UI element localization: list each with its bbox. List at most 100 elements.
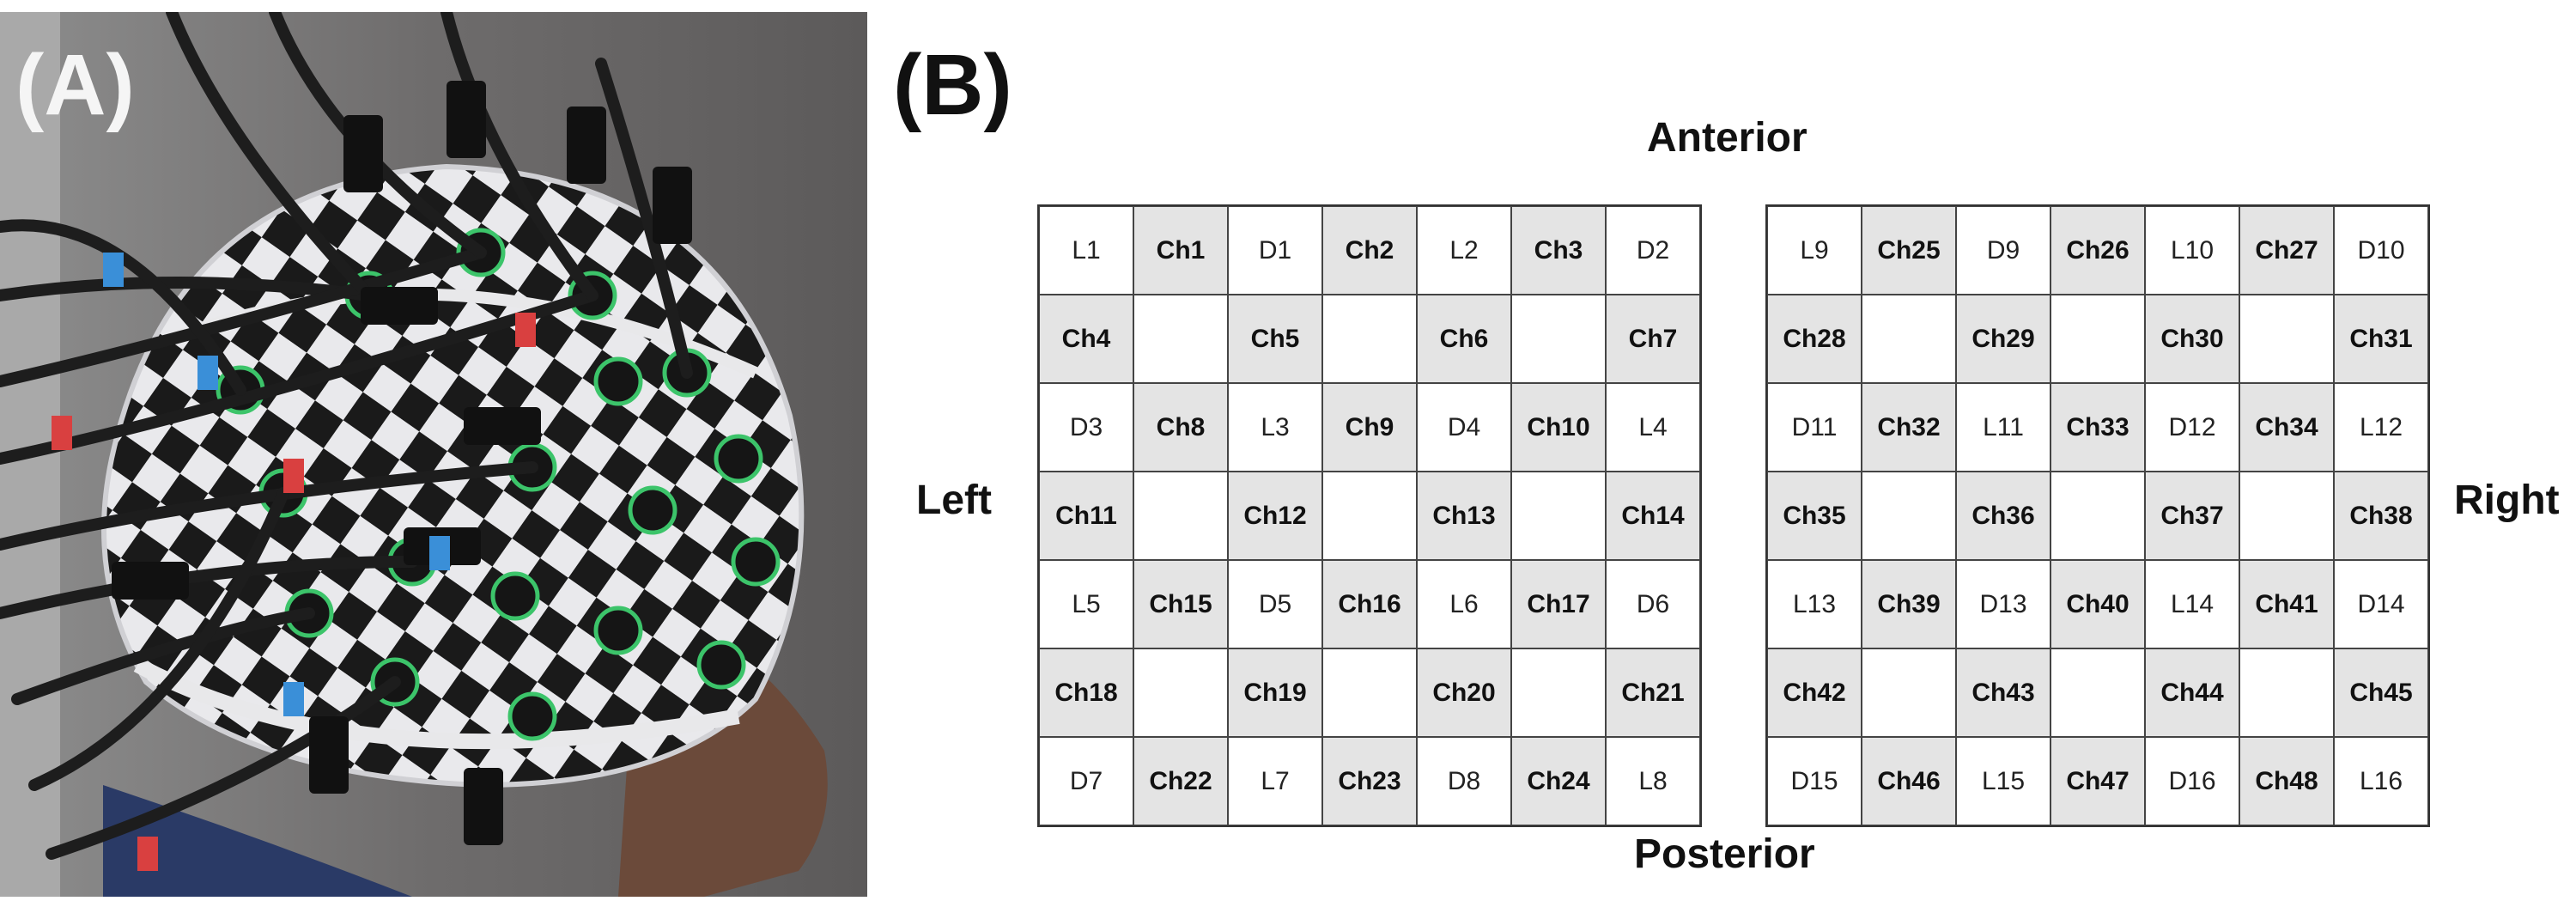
channel-cell: Ch20 xyxy=(1417,648,1511,737)
optode-ring xyxy=(696,640,746,690)
right-label: Right xyxy=(2454,478,2560,523)
source-optode-cell: L11 xyxy=(1956,383,2050,472)
empty-cell xyxy=(1133,648,1228,737)
detector-optode-cell: D13 xyxy=(1956,560,2050,648)
shirt xyxy=(103,785,412,897)
channel-cell: Ch32 xyxy=(1862,383,1956,472)
channel-cell: Ch15 xyxy=(1133,560,1228,648)
optode-ring xyxy=(731,537,781,587)
channel-cell: Ch30 xyxy=(2145,295,2239,383)
optode-ring xyxy=(593,356,643,406)
empty-cell xyxy=(1322,295,1417,383)
detector-optode-cell: D11 xyxy=(1767,383,1862,472)
channel-cell: Ch40 xyxy=(2050,560,2145,648)
optode-ring xyxy=(714,434,763,484)
detector-optode-cell: D10 xyxy=(2334,206,2428,295)
detector-optode-cell: D8 xyxy=(1417,737,1511,825)
channel-cell: Ch38 xyxy=(2334,472,2428,560)
channel-cell: Ch33 xyxy=(2050,383,2145,472)
channel-cell: Ch44 xyxy=(2145,648,2239,737)
source-optode-cell: L6 xyxy=(1417,560,1511,648)
empty-cell xyxy=(1322,472,1417,560)
channel-cell: Ch3 xyxy=(1511,206,1606,295)
channel-cell: Ch6 xyxy=(1417,295,1511,383)
detector-optode-cell: D9 xyxy=(1956,206,2050,295)
panel-b-label: (B) xyxy=(893,37,1012,133)
detector-optode-cell: D15 xyxy=(1767,737,1862,825)
channel-cell: Ch7 xyxy=(1606,295,1700,383)
channel-cell: Ch2 xyxy=(1322,206,1417,295)
fnirs-cap-photo xyxy=(0,12,867,897)
detector-optode-cell: D16 xyxy=(2145,737,2239,825)
channel-cell: Ch12 xyxy=(1228,472,1322,560)
channel-cell: Ch35 xyxy=(1767,472,1862,560)
source-optode-cell: L3 xyxy=(1228,383,1322,472)
channel-cell: Ch31 xyxy=(2334,295,2428,383)
empty-cell xyxy=(1862,648,1956,737)
channel-cell: Ch19 xyxy=(1228,648,1322,737)
channel-cell: Ch21 xyxy=(1606,648,1700,737)
cable-tags xyxy=(52,253,536,871)
detector-optode-cell: D5 xyxy=(1228,560,1322,648)
detector-optode-cell: D14 xyxy=(2334,560,2428,648)
source-optode-cell: L12 xyxy=(2334,383,2428,472)
empty-cell xyxy=(1862,295,1956,383)
channel-cell: Ch1 xyxy=(1133,206,1228,295)
channel-cell: Ch5 xyxy=(1228,295,1322,383)
source-optode-cell: L16 xyxy=(2334,737,2428,825)
channel-cell: Ch10 xyxy=(1511,383,1606,472)
anterior-label: Anterior xyxy=(1647,115,1807,161)
optode-ring xyxy=(507,691,557,741)
empty-cell xyxy=(1133,472,1228,560)
channel-cell: Ch9 xyxy=(1322,383,1417,472)
posterior-label: Posterior xyxy=(1634,831,1815,877)
channel-cell: Ch27 xyxy=(2239,206,2334,295)
channel-cell: Ch45 xyxy=(2334,648,2428,737)
cap-band xyxy=(133,658,740,750)
channel-cell: Ch14 xyxy=(1606,472,1700,560)
empty-cell xyxy=(2050,295,2145,383)
empty-cell xyxy=(2239,472,2334,560)
detector-optode-cell: D7 xyxy=(1039,737,1133,825)
source-optode-cell: L7 xyxy=(1228,737,1322,825)
channel-cell: Ch25 xyxy=(1862,206,1956,295)
channel-cell: Ch43 xyxy=(1956,648,2050,737)
empty-cell xyxy=(2239,295,2334,383)
channel-cell: Ch17 xyxy=(1511,560,1606,648)
detector-optode-cell: D12 xyxy=(2145,383,2239,472)
empty-cell xyxy=(1511,472,1606,560)
channel-cell: Ch4 xyxy=(1039,295,1133,383)
channel-cell: Ch13 xyxy=(1417,472,1511,560)
channel-cell: Ch42 xyxy=(1767,648,1862,737)
empty-cell xyxy=(2050,472,2145,560)
connector-heads xyxy=(112,81,692,845)
channel-cell: Ch23 xyxy=(1322,737,1417,825)
empty-cell xyxy=(1511,648,1606,737)
channel-cell: Ch29 xyxy=(1956,295,2050,383)
source-optode-cell: L10 xyxy=(2145,206,2239,295)
left-label: Left xyxy=(916,478,992,523)
empty-cell xyxy=(1862,472,1956,560)
channel-cell: Ch28 xyxy=(1767,295,1862,383)
channel-cell: Ch24 xyxy=(1511,737,1606,825)
channel-cell: Ch22 xyxy=(1133,737,1228,825)
source-optode-cell: L15 xyxy=(1956,737,2050,825)
optode-ring xyxy=(593,606,643,655)
source-optode-cell: L5 xyxy=(1039,560,1133,648)
source-optode-cell: L4 xyxy=(1606,383,1700,472)
empty-cell xyxy=(2239,648,2334,737)
detector-optode-cell: D4 xyxy=(1417,383,1511,472)
empty-cell xyxy=(1511,295,1606,383)
channel-cell: Ch37 xyxy=(2145,472,2239,560)
channel-cell: Ch18 xyxy=(1039,648,1133,737)
channel-cell: Ch39 xyxy=(1862,560,1956,648)
panel-a-label: (A) xyxy=(15,37,135,133)
source-optode-cell: L9 xyxy=(1767,206,1862,295)
channel-cell: Ch48 xyxy=(2239,737,2334,825)
channel-cell: Ch46 xyxy=(1862,737,1956,825)
source-optode-cell: L13 xyxy=(1767,560,1862,648)
optode-ring xyxy=(490,571,540,621)
optode-ring xyxy=(628,485,677,535)
channel-cell: Ch8 xyxy=(1133,383,1228,472)
